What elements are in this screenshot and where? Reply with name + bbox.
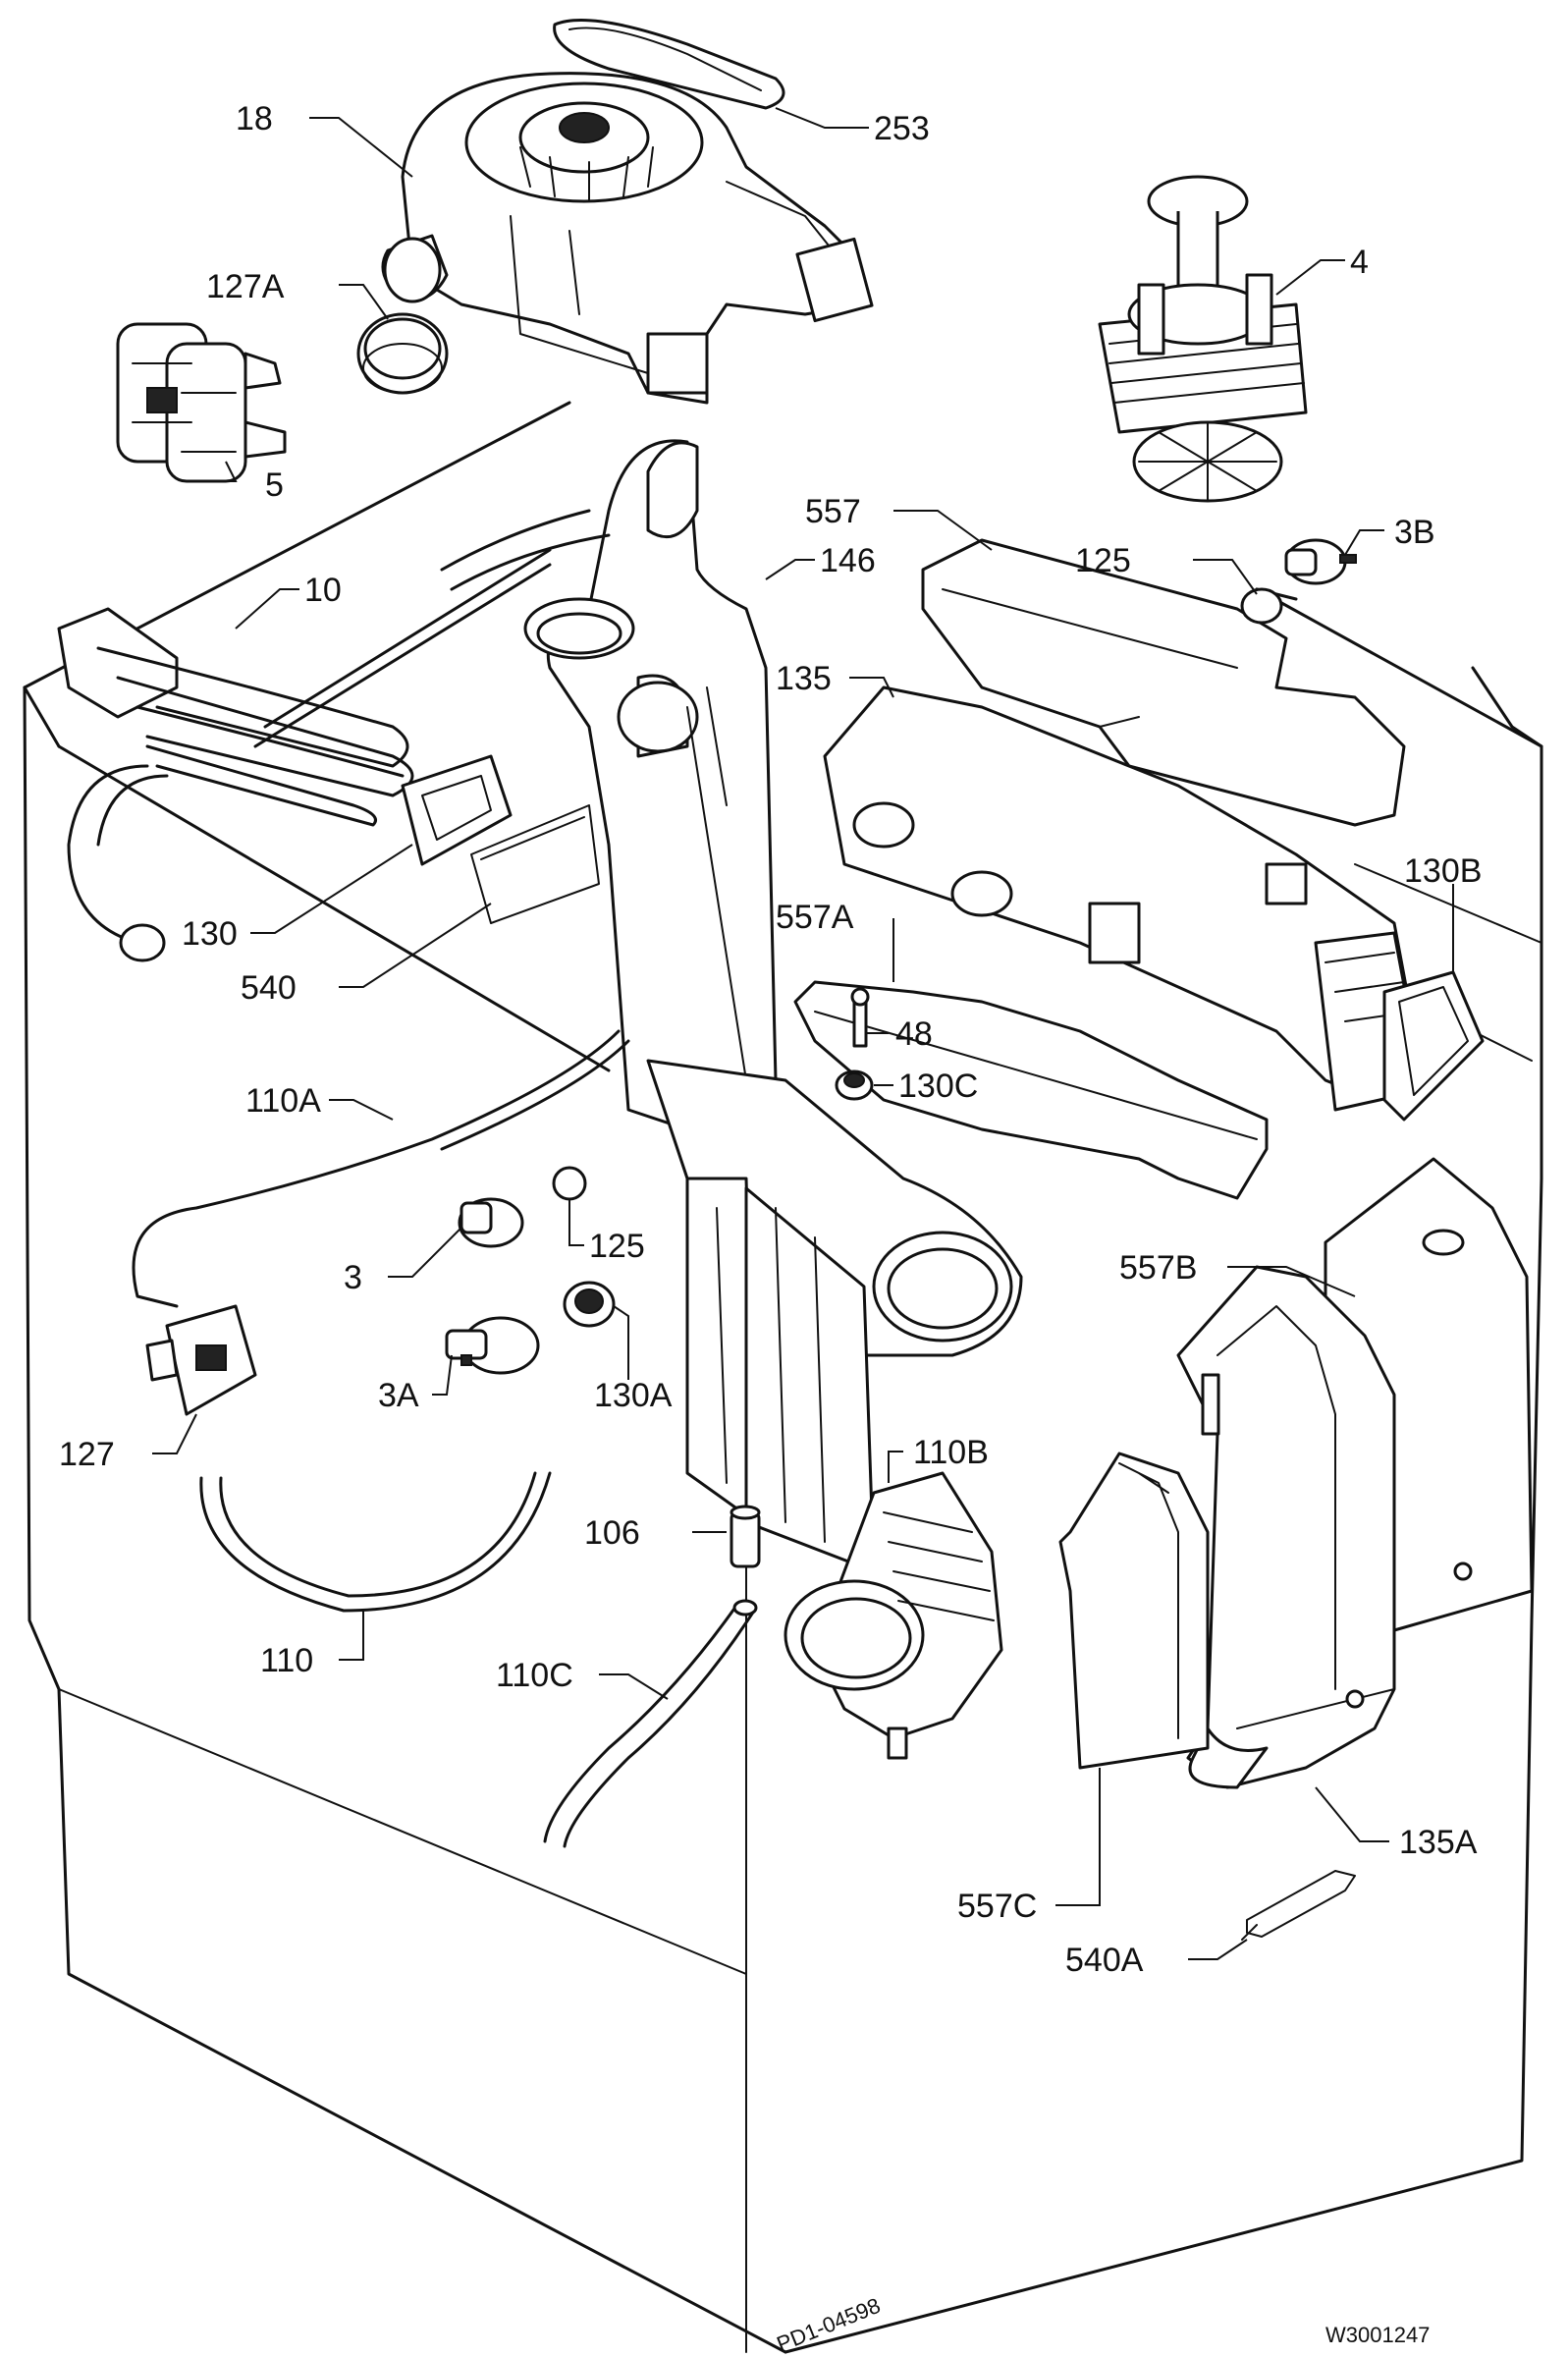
label-125-mid: 125	[589, 1228, 645, 1265]
connector-106	[730, 1505, 761, 1568]
part-labels: 18 253 127A 4 5 3B 557 125 146 10 135 13…	[59, 100, 1482, 1979]
label-3B: 3B	[1394, 514, 1435, 551]
grommet-130A	[563, 1281, 616, 1328]
label-110A: 110A	[245, 1082, 321, 1120]
leader-lines	[152, 107, 1454, 1960]
seal-540A	[1241, 1870, 1356, 1941]
duct-146	[523, 439, 778, 1131]
thermostat-3A	[445, 1316, 540, 1375]
hose-110A	[132, 1029, 630, 1308]
label-130B: 130B	[1404, 852, 1482, 890]
label-110C: 110C	[496, 1657, 573, 1694]
o-ring-125-mid	[552, 1166, 587, 1201]
thermostat-3	[458, 1197, 524, 1248]
gasket-130	[401, 754, 513, 866]
grommet-130C	[835, 1069, 874, 1101]
heater-10	[57, 607, 414, 962]
hose-110C	[543, 1599, 758, 1848]
sensor-48	[850, 987, 870, 1048]
label-48: 48	[895, 1015, 933, 1053]
belt-253	[553, 19, 785, 110]
drawing-code: PD1-04598	[774, 2293, 885, 2357]
label-253: 253	[874, 110, 930, 147]
label-125-top: 125	[1075, 542, 1131, 579]
panel-557C	[1058, 1452, 1210, 1770]
bellows-110B	[784, 1471, 1003, 1760]
label-3A: 3A	[378, 1377, 419, 1414]
label-18: 18	[236, 100, 273, 137]
label-4: 4	[1350, 244, 1369, 281]
label-557B: 557B	[1119, 1249, 1197, 1287]
label-127A: 127A	[206, 268, 285, 305]
label-106: 106	[584, 1514, 640, 1552]
motor-4	[1098, 175, 1308, 503]
label-540: 540	[241, 969, 297, 1007]
fan-housing-18	[381, 72, 874, 405]
label-130: 130	[182, 915, 238, 953]
label-540A: 540A	[1065, 1942, 1144, 1979]
label-127: 127	[59, 1436, 115, 1473]
label-557C: 557C	[957, 1888, 1037, 1925]
seal-540	[470, 804, 600, 924]
ring-127A	[356, 312, 449, 395]
solenoid-valve-5	[116, 322, 287, 483]
duct-elbow	[646, 1059, 1023, 1573]
label-110: 110	[260, 1642, 313, 1679]
gasket-130B	[1382, 970, 1485, 1122]
label-135: 135	[776, 660, 832, 697]
connector-127	[145, 1304, 257, 1416]
o-ring-125-top	[1240, 587, 1283, 625]
label-135A: 135A	[1399, 1824, 1478, 1861]
label-110B: 110B	[913, 1434, 989, 1471]
duct-135A	[1176, 1265, 1396, 1789]
figure-id: W3001247	[1325, 2323, 1430, 2347]
label-5: 5	[265, 466, 284, 504]
label-130A: 130A	[594, 1377, 673, 1414]
label-557: 557	[805, 493, 861, 530]
label-146: 146	[820, 542, 876, 579]
hose-110	[199, 1471, 552, 1613]
hose-upper	[253, 509, 611, 748]
thermostat-3B	[1284, 538, 1357, 585]
label-557A: 557A	[776, 899, 854, 936]
label-130C: 130C	[898, 1068, 978, 1105]
label-3: 3	[344, 1259, 362, 1296]
label-10: 10	[304, 572, 342, 609]
